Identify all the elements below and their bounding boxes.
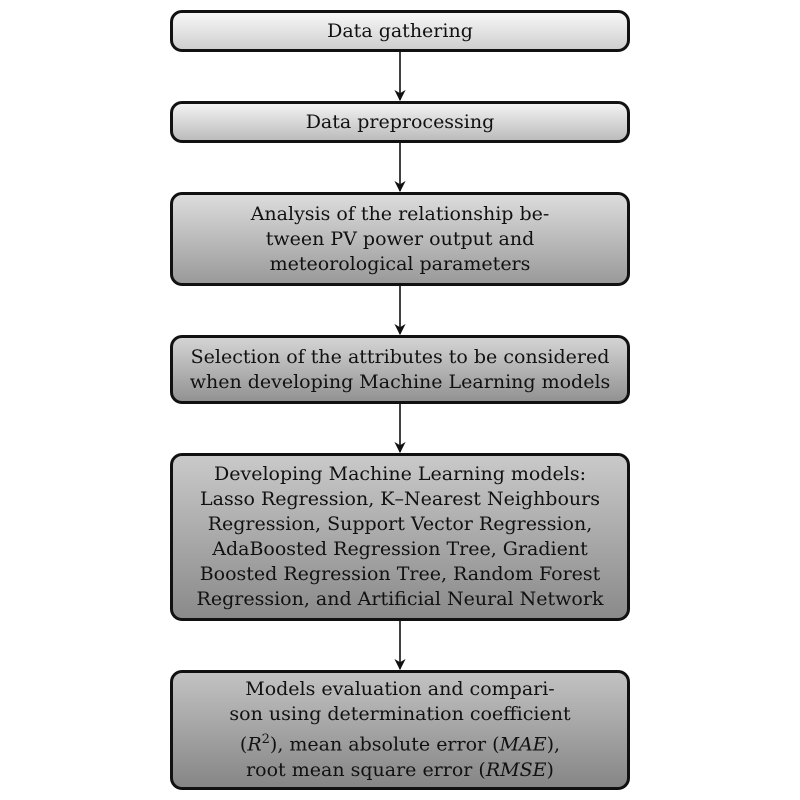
step-text-line: Analysis of the relationship be- [250,202,550,225]
step-model-evaluation: Models evaluation and compari- son using… [170,670,630,790]
step-text-line: Selection of the attributes to be consid… [190,345,610,368]
math-rmse: RMSE [485,758,547,781]
step-data-gathering: Data gathering [170,10,630,52]
step-text-line: AdaBoosted Regression Tree, Gradient [212,538,588,560]
step-text-line: meteorological parameters [269,252,531,275]
rmse-label: root mean square error ( [246,758,486,781]
step-attribute-selection: Selection of the attributes to be consid… [170,335,630,404]
step-text-line: son using determination coefficient [229,703,571,726]
paren-close: ) [546,758,554,781]
step-text-line: when developing Machine Learning models [189,370,611,393]
step-text-line: Lasso Regression, K–Nearest Neighbours [200,488,600,510]
step-text-line-r2-mae: (R2), mean absolute error (MAE), [240,727,560,757]
step-text-line: Regression, and Artificial Neural Networ… [196,588,604,610]
step-model-development: Developing Machine Learning models: Lass… [170,453,630,621]
mae-label: ), mean absolute error ( [269,733,500,756]
step-text-line: Models evaluation and compari- [245,678,555,701]
math-superscript: 2 [261,732,270,748]
paren-open: ( [239,733,248,756]
step-text-line: Developing Machine Learning models: [213,463,587,485]
math-mae: MAE [499,733,547,756]
step-text-line: Boosted Regression Tree, Random Forest [199,563,601,585]
step-data-preprocessing: Data preprocessing [170,101,630,143]
step-text-line: tween PV power output and [265,227,535,250]
step-text-line: Data gathering [327,19,473,42]
math-r: R [247,733,262,756]
step-text-line-rmse: root mean square error (RMSE) [246,758,554,783]
step-text-line: Regression, Support Vector Regression, [207,513,593,535]
paren-close: ), [546,733,561,756]
step-relationship-analysis: Analysis of the relationship be- tween P… [170,192,630,286]
step-text-line: Data preprocessing [305,110,495,133]
